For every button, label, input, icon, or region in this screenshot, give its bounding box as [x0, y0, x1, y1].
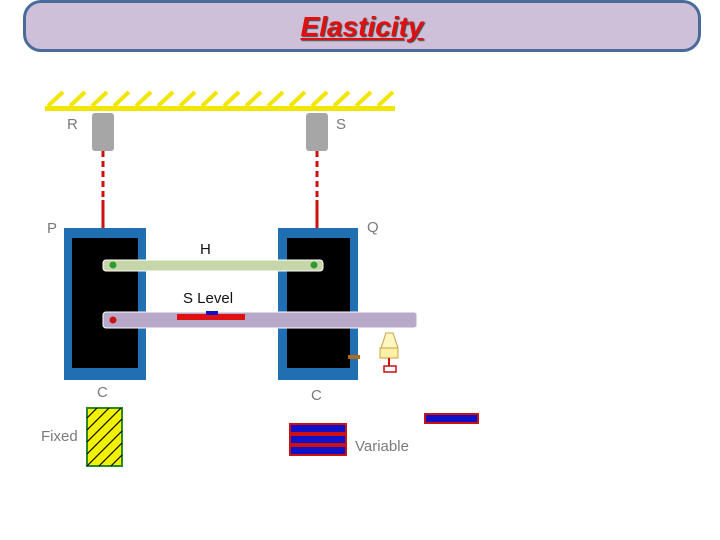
frame-left: [64, 228, 146, 380]
bar-s-level: [102, 311, 418, 329]
label-p: P: [47, 220, 58, 237]
frame-right: [278, 228, 358, 380]
label-q: Q: [367, 219, 379, 236]
variable-load: [289, 423, 347, 456]
title-banner: Elasticity: [23, 0, 701, 52]
page-title: Elasticity: [300, 11, 424, 42]
spirit-bubble: [206, 311, 218, 315]
bar-h: [102, 259, 324, 272]
fixed-load: [86, 407, 123, 467]
label-s-level: S Level: [183, 290, 234, 307]
bar-s-pivot: [109, 316, 117, 324]
label-c-left: C: [97, 384, 108, 401]
ceiling-support: [45, 90, 395, 111]
spirit-level: [177, 314, 245, 320]
bar-h-pivot-right: [310, 261, 318, 269]
label-c-right: C: [311, 387, 322, 404]
label-fixed: Fixed: [41, 428, 78, 445]
label-variable: Variable: [355, 438, 409, 455]
clamp-s: [306, 113, 328, 151]
micrometer-screw: [348, 332, 399, 373]
clamp-r: [92, 113, 114, 151]
label-r: R: [67, 116, 78, 133]
label-h: H: [200, 241, 211, 258]
bar-h-pivot-left: [109, 261, 117, 269]
spare-weight: [424, 413, 479, 424]
label-s: S: [336, 116, 347, 133]
